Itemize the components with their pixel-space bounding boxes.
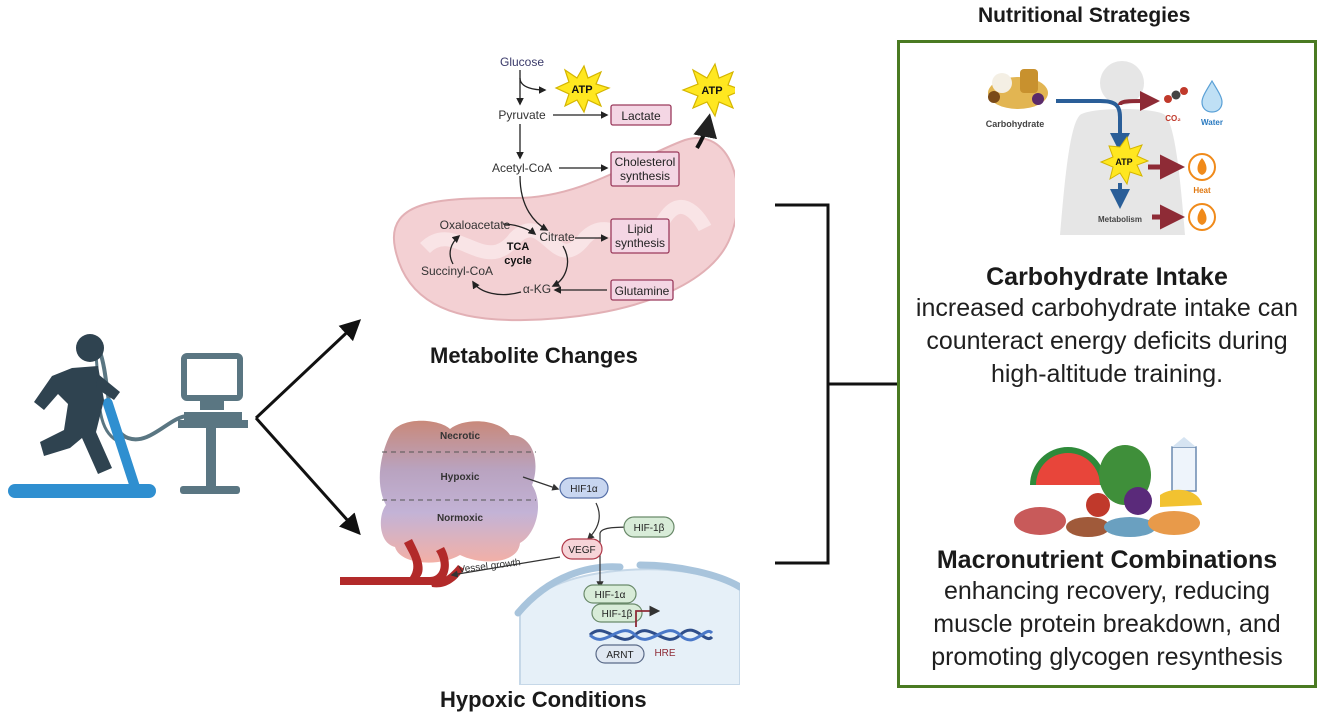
lactate-box: Lactate bbox=[610, 104, 672, 126]
normoxic-label: Normoxic bbox=[437, 513, 484, 524]
svg-text:synthesis: synthesis bbox=[615, 236, 665, 250]
acetyl-coa-label: Acetyl-CoA bbox=[492, 161, 552, 175]
carbohydrate-intake-description: increased carbohydrate intake can counte… bbox=[915, 294, 1299, 388]
svg-text:ATP: ATP bbox=[701, 85, 722, 97]
macronutrient-combinations-description: enhancing recovery, reducing muscle prot… bbox=[931, 577, 1283, 671]
dna-helix-icon bbox=[588, 628, 714, 642]
necrotic-label: Necrotic bbox=[440, 431, 480, 442]
carbohydrate-intake-title: Carbohydrate Intake bbox=[986, 263, 1228, 291]
metabolite-changes-title: Metabolite Changes bbox=[430, 343, 638, 368]
metabolism-flame-icon bbox=[1188, 203, 1216, 231]
carbohydrate-food-icon bbox=[988, 69, 1048, 109]
carbohydrate-label: Carbohydrate bbox=[986, 119, 1045, 129]
akg-label: α-KG bbox=[523, 282, 551, 296]
hypoxic-zone-label: Hypoxic bbox=[441, 472, 480, 483]
glucose-label: Glucose bbox=[500, 55, 544, 69]
succinyl-coa-label: Succinyl-CoA bbox=[421, 264, 493, 278]
glutamine-box: Glutamine bbox=[610, 279, 674, 301]
hif1b-pill: HIF-1β bbox=[623, 516, 675, 538]
arnt-pill: ARNT bbox=[595, 644, 645, 664]
heat-flame-icon bbox=[1188, 153, 1216, 181]
monitor-icon bbox=[178, 353, 248, 494]
lipid-box: Lipid synthesis bbox=[610, 218, 670, 254]
hif1b-nuclear-pill: HIF-1β bbox=[591, 603, 643, 623]
runner-treadmill-illustration bbox=[8, 334, 248, 498]
water-drop-icon bbox=[1201, 79, 1223, 113]
hif1a-nuclear-pill: HIF-1α bbox=[583, 584, 637, 604]
svg-text:ARNT: ARNT bbox=[606, 650, 633, 661]
heat-label: Heat bbox=[1193, 186, 1211, 195]
atp-burst-2: ATP bbox=[681, 62, 735, 118]
pyruvate-label: Pyruvate bbox=[498, 108, 546, 122]
strategies-panel: Carbohydrate CO₂ Water ATP Heat bbox=[897, 40, 1317, 688]
tumor-shape: Necrotic Hypoxic Normoxic bbox=[379, 420, 539, 563]
svg-text:Lactate: Lactate bbox=[621, 109, 661, 123]
co2-label: CO₂ bbox=[1165, 114, 1181, 123]
atp-burst-1: ATP bbox=[554, 64, 611, 114]
svg-text:VEGF: VEGF bbox=[568, 545, 595, 556]
co2-molecule-icon bbox=[1164, 87, 1188, 103]
tca-label-2: cycle bbox=[504, 255, 532, 267]
vegf-pill: VEGF bbox=[561, 538, 603, 560]
citrate-label: Citrate bbox=[539, 230, 575, 244]
metabolite-diagram: ATP ATP Glucose Pyruvate Acetyl-CoA Oxal… bbox=[392, 55, 735, 322]
hypoxic-conditions-title: Hypoxic Conditions bbox=[440, 687, 647, 712]
svg-text:HIF-1β: HIF-1β bbox=[602, 609, 633, 620]
hif1a-pill: HIF1α bbox=[559, 477, 609, 499]
carb-metabolism-illustration: Carbohydrate CO₂ Water ATP Heat bbox=[986, 61, 1223, 235]
oxaloacetate-label: Oxaloacetate bbox=[440, 218, 511, 232]
svg-text:ATP: ATP bbox=[571, 84, 592, 96]
cholesterol-box: Cholesterol synthesis bbox=[610, 151, 680, 187]
treadmill-icon bbox=[8, 398, 156, 498]
svg-text:Lipid: Lipid bbox=[627, 222, 652, 236]
svg-text:Glutamine: Glutamine bbox=[615, 284, 670, 298]
atp-burst-3: ATP bbox=[1099, 135, 1150, 186]
svg-text:Cholesterol: Cholesterol bbox=[615, 155, 676, 169]
nutritional-strategies-title: Nutritional Strategies bbox=[978, 4, 1191, 27]
svg-text:HIF-1β: HIF-1β bbox=[634, 523, 665, 534]
svg-text:HIF1α: HIF1α bbox=[570, 484, 598, 495]
water-label: Water bbox=[1201, 118, 1223, 127]
svg-text:HIF-1α: HIF-1α bbox=[595, 590, 626, 601]
macronutrient-combinations-title: Macronutrient Combinations bbox=[936, 546, 1278, 574]
svg-text:ATP: ATP bbox=[1115, 157, 1132, 167]
tca-label-1: TCA bbox=[507, 241, 530, 253]
branch-arrows bbox=[254, 319, 362, 536]
metabolism-label: Metabolism bbox=[1098, 215, 1142, 224]
vessel-growth-label: Vessel growth bbox=[458, 557, 521, 576]
svg-text:synthesis: synthesis bbox=[620, 169, 670, 183]
hre-label: HRE bbox=[654, 648, 675, 659]
runner-icon bbox=[34, 334, 120, 474]
cell-nucleus-shape bbox=[514, 561, 740, 685]
hypoxic-diagram: Necrotic Hypoxic Normoxic Vessel growth … bbox=[340, 420, 740, 685]
bracket-connector bbox=[775, 203, 898, 565]
mixed-foods-illustration bbox=[1014, 437, 1202, 537]
